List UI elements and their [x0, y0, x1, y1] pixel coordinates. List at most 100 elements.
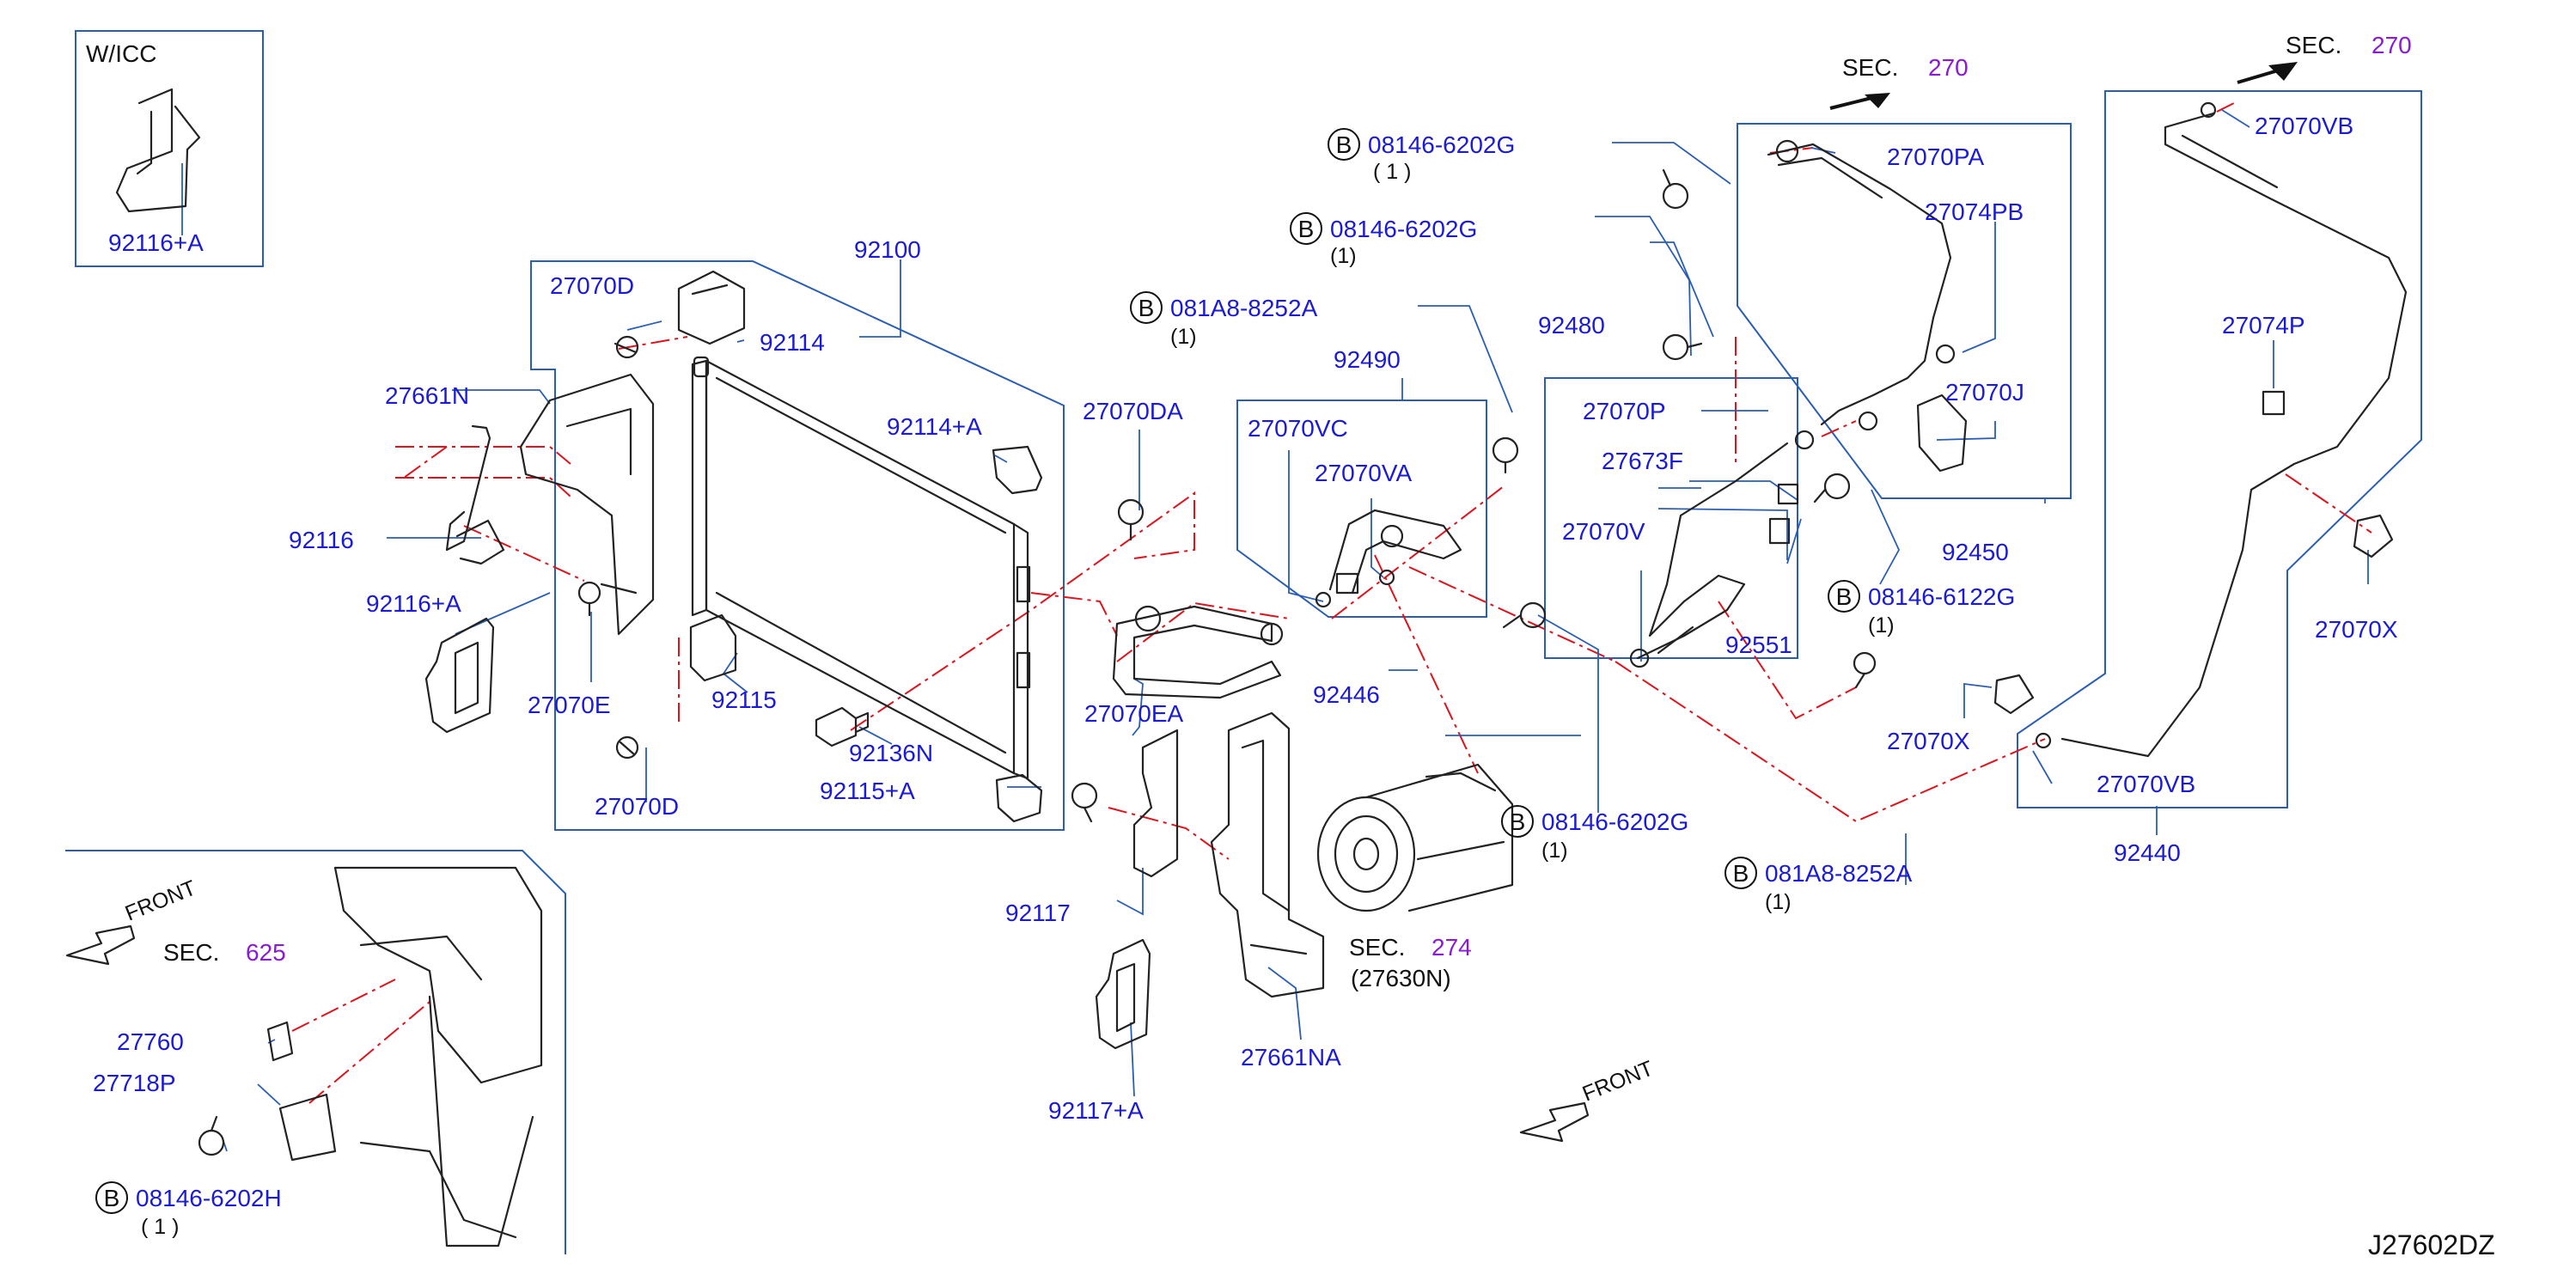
sec274-sub: (27630N)	[1351, 965, 1451, 991]
label-27070VA: 27070VA	[1315, 460, 1412, 486]
frame-92450	[1737, 123, 2072, 499]
label-27070VB-top: 27070VB	[2255, 113, 2353, 139]
label-92446: 92446	[1313, 681, 1380, 708]
bolt-marker-b6: B	[1733, 860, 1749, 887]
label-27070X-left: 27070X	[1887, 728, 1970, 754]
label-92117a: 92117+A	[1048, 1097, 1144, 1124]
label-92100: 92100	[854, 236, 921, 263]
label-27070DA: 27070DA	[1083, 398, 1183, 424]
sensor-92136N	[815, 706, 870, 747]
bolt-marker-b7: B	[104, 1185, 120, 1211]
label-27661N: 27661N	[385, 382, 469, 409]
label-27070D-bottom: 27070D	[595, 793, 679, 820]
label-92116a-inset: 92116+A	[108, 229, 204, 256]
label-92114a: 92114+A	[887, 413, 982, 440]
bolt-marker-b2: B	[1298, 216, 1315, 242]
bolt-27070D-top	[613, 335, 639, 359]
arrow-sec270-a	[1829, 93, 1890, 110]
arrow-sec270-b	[2237, 62, 2298, 84]
sec274-prefix: SEC.	[1349, 934, 1405, 961]
air-guide-27661NA	[1210, 711, 1325, 998]
bolt-08146-mid	[1502, 601, 1547, 629]
label-bolt-b2-qty: (1)	[1330, 244, 1357, 268]
label-92136N: 92136N	[849, 740, 933, 766]
label-92115: 92115	[711, 686, 777, 713]
label-bolt-b7: 08146-6202H	[136, 1185, 282, 1211]
label-92480: 92480	[1538, 312, 1605, 339]
frame-92440	[2017, 90, 2422, 808]
air-guide-27661N	[519, 373, 655, 636]
bracket-92115a	[995, 773, 1043, 823]
label-27070E: 27070E	[528, 692, 611, 718]
pipe-92446	[1112, 605, 1284, 699]
label-bolt-b3: 081A8-8252A	[1170, 295, 1318, 321]
label-27070EA: 27070EA	[1084, 700, 1184, 727]
sec270a-prefix: SEC.	[1842, 54, 1898, 81]
label-92117: 92117	[1005, 900, 1071, 926]
label-27760: 27760	[117, 1028, 184, 1055]
bracket-92114a	[992, 445, 1043, 495]
label-27070V: 27070V	[1562, 518, 1645, 545]
bracket-92116a-left	[424, 617, 495, 734]
label-bolt-b4-qty: (1)	[1868, 613, 1895, 638]
bolt-081a8-top	[1492, 436, 1519, 474]
bracket-92116	[445, 424, 505, 565]
label-bolt-b1: 08146-6202G	[1368, 131, 1515, 158]
bracket-92117	[1132, 729, 1179, 878]
bolt-27070DA	[1117, 498, 1145, 541]
inset-wicc-title: W/ICC	[86, 40, 156, 67]
label-bolt-b4: 08146-6122G	[1868, 583, 2015, 610]
label-bolt-b5-qty: (1)	[1541, 839, 1568, 863]
bolt-27070EA	[1071, 782, 1098, 823]
sec274-num: 274	[1431, 934, 1472, 961]
sec270b-num: 270	[2372, 32, 2412, 58]
label-27661NA: 27661NA	[1241, 1044, 1341, 1071]
bolt-27070D-bottom	[615, 735, 639, 760]
label-92114: 92114	[760, 329, 825, 356]
label-27070VB-bottom: 27070VB	[2097, 771, 2195, 797]
bolt-081a8-right	[1853, 651, 1877, 689]
label-bolt-b3-qty: (1)	[1170, 325, 1197, 349]
label-bolt-b6: 081A8-8252A	[1765, 860, 1913, 887]
label-bolt-b2: 08146-6202G	[1330, 216, 1477, 242]
label-92450: 92450	[1942, 539, 2009, 565]
label-bolt-b7-qty: ( 1 )	[141, 1215, 179, 1239]
frame-92100	[530, 260, 1065, 831]
label-27070X-right: 27070X	[2315, 616, 2398, 643]
leader-lines	[181, 109, 2369, 1152]
bolt-08146-6202G-mid	[1662, 333, 1703, 361]
bolt-markers	[95, 128, 1860, 1214]
bolt-marker-b1: B	[1336, 131, 1352, 158]
bolt-marker-b4: B	[1836, 583, 1853, 610]
radiator-condenser-92100	[691, 356, 1031, 780]
front-label-left: FRONT	[122, 875, 199, 925]
frame-92480	[1544, 377, 1798, 659]
arrow-front-left-icon	[65, 924, 136, 966]
bolt-marker-b5: B	[1510, 808, 1526, 835]
sec625-num: 625	[246, 939, 286, 966]
compressor	[1316, 763, 1514, 912]
assembly-lines	[291, 102, 2372, 1104]
sec625-prefix: SEC.	[163, 939, 219, 966]
label-bolt-b5: 08146-6202G	[1541, 808, 1688, 835]
label-27074P: 27074P	[2222, 312, 2305, 339]
label-27070P: 27070P	[1583, 398, 1666, 424]
label-27070D-top: 27070D	[550, 272, 634, 299]
label-27718P: 27718P	[93, 1070, 176, 1096]
bolt-08146-6202G-top	[1662, 168, 1689, 210]
lower-inset-parts	[198, 866, 543, 1248]
label-92490: 92490	[1334, 346, 1401, 373]
label-27070J: 27070J	[1945, 379, 2024, 406]
hose-92480	[1629, 430, 1815, 668]
label-92116a: 92116+A	[366, 590, 461, 617]
inset-wicc-frame	[75, 30, 264, 267]
label-bolt-b6-qty: (1)	[1765, 890, 1792, 914]
bracket-92117a	[1095, 938, 1151, 1050]
frame-92490	[1236, 400, 1487, 618]
hose-92450	[1767, 139, 1968, 473]
inset-front-frame	[65, 850, 566, 1254]
label-27074PB: 27074PB	[1925, 198, 2024, 225]
label-92440: 92440	[2114, 839, 2181, 866]
bolt-27070E	[577, 581, 601, 617]
